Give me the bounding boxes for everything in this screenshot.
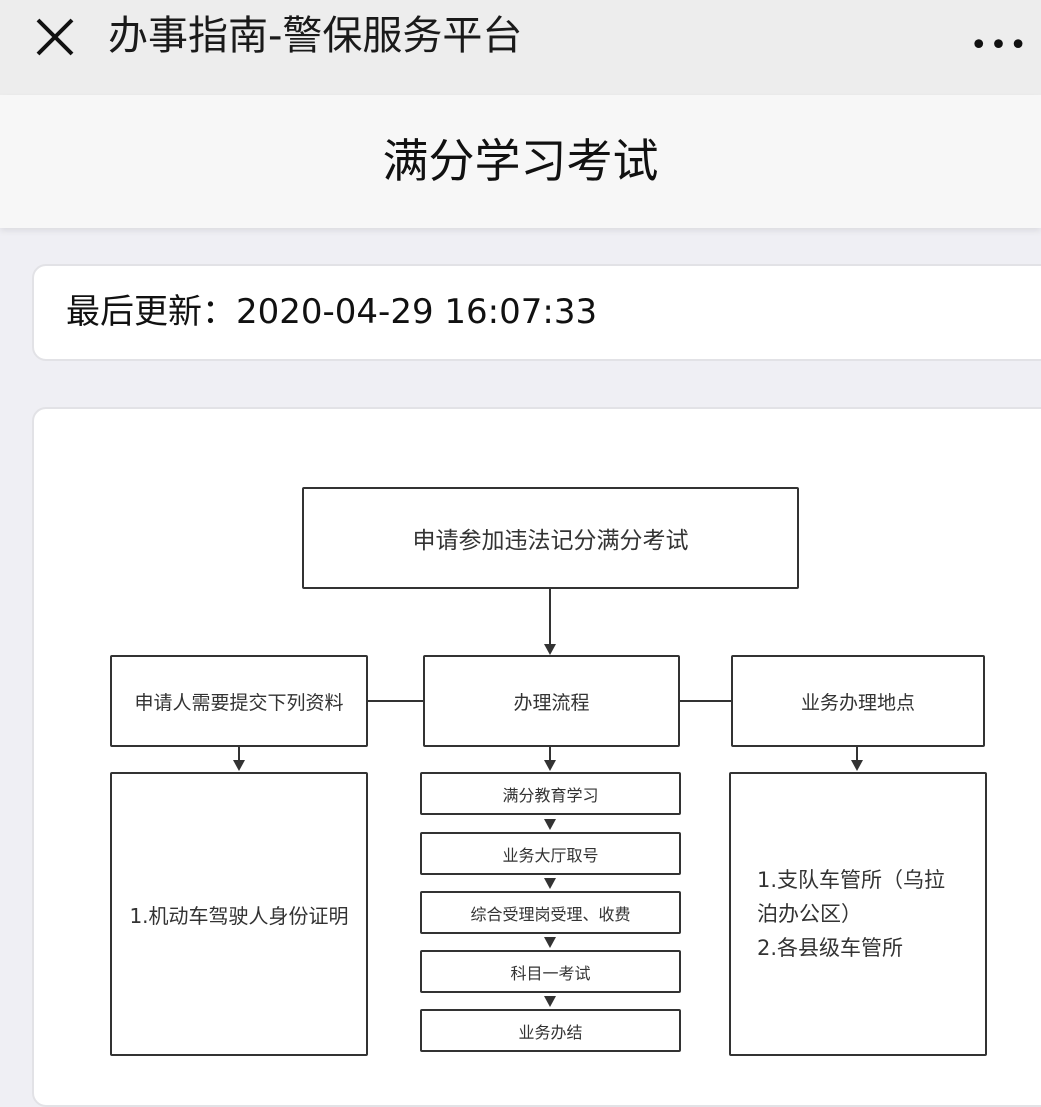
app-title: 办事指南-警保服务平台: [108, 13, 523, 59]
flow-step: 科目一考试: [420, 950, 681, 993]
top-bar: 办事指南-警保服务平台 •••: [0, 0, 1041, 95]
update-label: 最后更新：: [66, 292, 236, 332]
arrow-icon: [544, 878, 556, 889]
update-time: 2020-04-29 16:07:33: [236, 292, 598, 332]
flow-left-title: 申请人需要提交下列资料: [110, 655, 368, 747]
connector: [238, 747, 240, 761]
location-item: 2.各县级车管所: [757, 936, 904, 960]
more-icon[interactable]: •••: [969, 28, 1029, 63]
page-header: 满分学习考试: [0, 95, 1041, 228]
arrow-icon: [544, 996, 556, 1007]
arrow-icon: [544, 937, 556, 948]
flow-step: 综合受理岗受理、收费: [420, 891, 681, 934]
close-icon[interactable]: [34, 16, 76, 58]
flow-step: 业务办结: [420, 1009, 681, 1052]
location-item: 1.支队车管所（乌拉泊办公区）: [757, 868, 946, 926]
arrow-icon: [233, 760, 245, 771]
arrow-icon: [544, 760, 556, 771]
arrow-icon: [851, 760, 863, 771]
arrow-icon: [544, 644, 556, 655]
flow-step: 业务大厅取号: [420, 832, 681, 875]
arrow-icon: [544, 819, 556, 830]
flow-mid-title: 办理流程: [423, 655, 680, 747]
flow-step: 满分教育学习: [420, 772, 681, 815]
connector: [549, 589, 551, 645]
update-card: 最后更新：2020-04-29 16:07:33: [32, 264, 1041, 361]
page-title: 满分学习考试: [382, 134, 659, 188]
connector: [549, 747, 551, 761]
flow-right-body: 1.支队车管所（乌拉泊办公区） 2.各县级车管所: [729, 772, 987, 1056]
connector: [856, 747, 858, 761]
connector: [680, 700, 731, 702]
flow-top-box: 申请参加违法记分满分考试: [302, 487, 799, 589]
flow-right-title: 业务办理地点: [731, 655, 985, 747]
connector: [368, 700, 423, 702]
flow-left-body: 1.机动车驾驶人身份证明: [110, 772, 368, 1056]
